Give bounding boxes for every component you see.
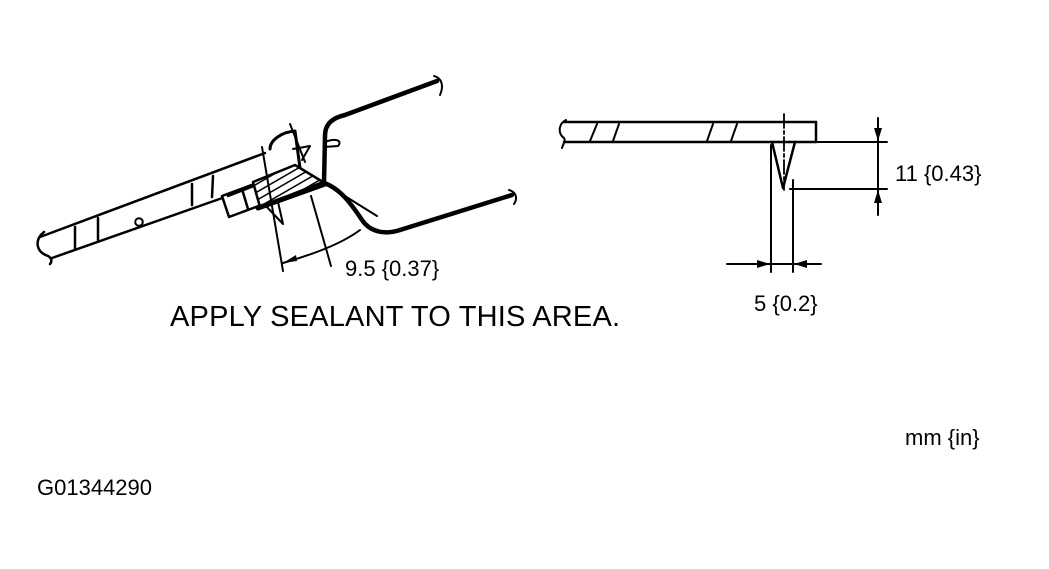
left-section-view [36, 75, 518, 272]
figure-id: G01344290 [37, 475, 152, 500]
dimension-5 [726, 144, 822, 273]
sealant-instruction: APPLY SEALANT TO THIS AREA. [170, 301, 621, 333]
inner-panel [36, 151, 267, 266]
sealant-bead [264, 201, 284, 225]
outer-panel [289, 75, 518, 235]
height-dimension-label: 11 {0.43} [895, 161, 982, 186]
dimension-11 [789, 117, 888, 216]
right-section-view [558, 113, 888, 273]
sealant-v-bead [770, 140, 797, 190]
width-dimension-label: 5 {0.2} [754, 291, 818, 316]
left-dimension-label: 9.5 {0.37} [345, 256, 440, 281]
panel-section [558, 119, 818, 149]
units-label: mm {in} [905, 425, 980, 450]
dimension-9-5 [261, 146, 361, 272]
